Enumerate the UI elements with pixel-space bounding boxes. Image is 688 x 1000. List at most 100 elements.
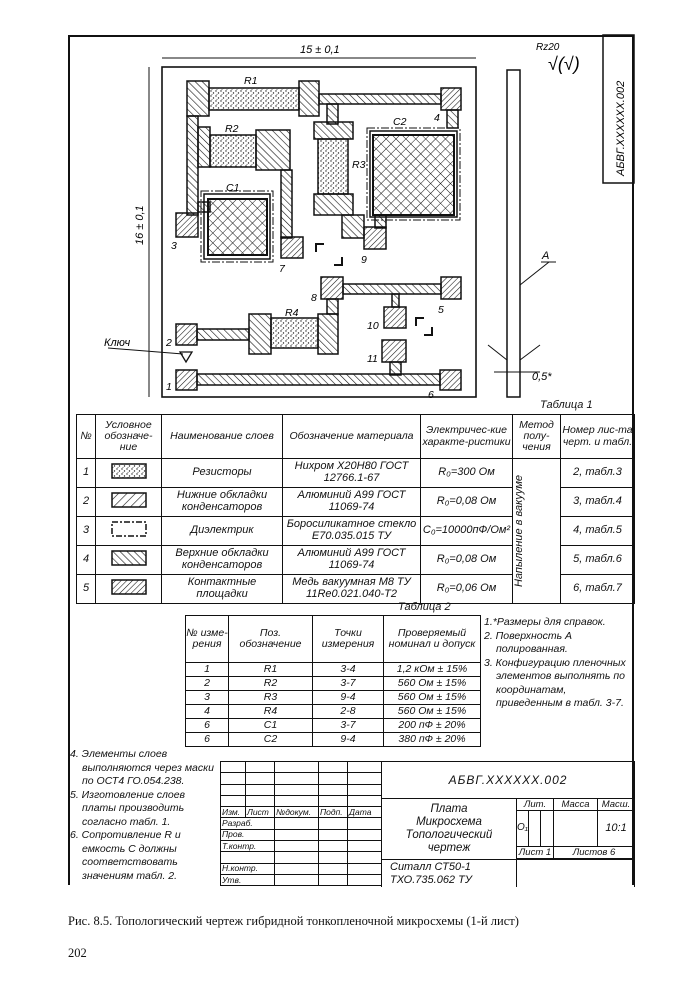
- lit-cell: [540, 810, 554, 847]
- cell: [318, 862, 348, 875]
- pad-11: [381, 339, 407, 363]
- points: 9-4: [312, 732, 384, 747]
- substrate-side-view: [506, 69, 521, 398]
- pad-label-4: 4: [434, 112, 440, 124]
- pad-3: [175, 212, 199, 238]
- width-dimension: 15 ± 0,1: [300, 44, 340, 56]
- note: 3. Конфигурацию пленочных элементов выпо…: [484, 656, 626, 710]
- pad-7: [280, 236, 304, 259]
- layer-pattern-icon: [110, 463, 147, 479]
- position: R4: [228, 704, 313, 719]
- pad-5: [440, 276, 462, 300]
- cell: [318, 873, 348, 887]
- key-leader: [107, 347, 184, 355]
- cell: [274, 862, 319, 875]
- sheet-ref: 6, табл.7: [560, 574, 635, 604]
- header-points: Точки измерения: [312, 615, 384, 663]
- c1-bottom-plate: [203, 193, 271, 260]
- table-row: 6 C2 9-4 380 пФ ± 20%: [185, 732, 481, 747]
- header-measurement-no: № изме-рения: [185, 615, 229, 663]
- notes-right: 1.*Размеры для справок. 2. Поверхность А…: [484, 616, 634, 711]
- note: 2. Поверхность А полированная.: [484, 629, 573, 656]
- signature-header: Дата: [347, 806, 382, 819]
- electrical: R₀=0,08 Ом: [420, 487, 513, 517]
- role-label: Т.контр.: [220, 840, 275, 853]
- header-position: Поз. обозначение: [228, 615, 313, 663]
- material-line: ТХО.735.062 ТУ: [390, 873, 472, 886]
- layer-name: Диэлектрик: [161, 516, 283, 546]
- measurement-no: 4: [185, 704, 229, 719]
- cell: [274, 817, 319, 830]
- position: R2: [228, 676, 313, 691]
- cell: [245, 772, 275, 785]
- r2-left-connector: [197, 126, 211, 168]
- header-electrical: Электричес-кие характе-ристики: [420, 414, 513, 459]
- cell: [347, 817, 382, 830]
- electrical: R₀=0,06 Ом: [420, 574, 513, 604]
- layer-symbol: [95, 516, 162, 546]
- table1-caption: Таблица 1: [540, 399, 593, 411]
- pad-9: [363, 226, 387, 250]
- sheet-ref: 3, табл.4: [560, 487, 635, 517]
- product-name: Плата Микросхема Топологический чертеж: [381, 798, 517, 860]
- cell: [347, 760, 382, 774]
- title-block-row: [220, 783, 382, 796]
- points: 2-8: [312, 704, 384, 719]
- cell: [274, 760, 319, 774]
- surface-label: A: [541, 250, 549, 262]
- layer-name: Контактные площадки: [161, 574, 283, 604]
- layer-pattern-icon: [110, 550, 147, 566]
- signature-header: Изм.: [220, 806, 246, 819]
- c2-bottom-plate: [369, 130, 458, 218]
- lit-cell: [528, 810, 541, 847]
- r3-top-pad: [313, 121, 354, 140]
- conductor-r1-r3: [326, 103, 339, 125]
- title-block-row: Пров.: [220, 828, 382, 842]
- r4-left-pad: [248, 313, 272, 355]
- thickness-arrows: [487, 344, 541, 373]
- table-row: 5 Контактные площадки Медь вакуумная М8 …: [76, 574, 635, 604]
- measurement-no: 3: [185, 690, 229, 705]
- table-row: 1 R1 3-4 1,2 кОм ± 15%: [185, 662, 481, 677]
- signature-header: Лист: [245, 806, 275, 819]
- title-block-row: Утв.: [220, 873, 382, 887]
- layer-name: Нижние обкладки конденсаторов: [161, 487, 283, 517]
- title-block-row: [220, 794, 382, 808]
- capacitor-c1-top-plate: [207, 198, 268, 256]
- cell: [347, 840, 382, 853]
- cell: [347, 862, 382, 875]
- pad-label-6: 6: [428, 389, 434, 401]
- material: Медь вакуумная М8 ТУ 11Re0.021.040-Т2: [282, 574, 421, 604]
- pad-8: [320, 276, 344, 300]
- surface-leader: [519, 261, 550, 286]
- cell: [347, 828, 382, 842]
- header-no: №: [76, 414, 96, 459]
- nominal: 200 пФ ± 20%: [383, 718, 481, 733]
- table-row: 4 R4 2-8 560 Ом ± 15%: [185, 704, 481, 719]
- roughness-symbol: √(√): [548, 54, 580, 74]
- cell: [318, 840, 348, 853]
- role-label: Утв.: [220, 873, 275, 887]
- cell: [318, 828, 348, 842]
- electrical: R₀=0,08 Ом: [420, 545, 513, 575]
- resistor-r1: [208, 87, 300, 111]
- pad-4: [440, 87, 462, 111]
- conductor-8-5: [342, 283, 442, 295]
- header-nominal: Проверяемый номинал и допуск: [383, 615, 481, 663]
- cell: [220, 760, 246, 774]
- designation: АБВГ.XXXXXX.002: [380, 761, 636, 799]
- header-sheet: Номер лис-та черт. и табл.: [560, 414, 635, 459]
- stamp-designation: АБВГ.XXXXXX.002: [615, 81, 627, 177]
- table1-header: № Условное обозначе-ние Наименование сло…: [76, 414, 635, 459]
- header-material: Обозначение материала: [282, 414, 421, 459]
- layers-table: № Условное обозначе-ние Наименование сло…: [76, 414, 635, 604]
- pad-label-10: 10: [367, 320, 379, 332]
- conductor-left: [186, 115, 199, 216]
- material: Алюминий А99 ГОСТ 11069-74: [282, 487, 421, 517]
- label-r4: R4: [285, 307, 299, 319]
- cell: [220, 772, 246, 785]
- position: R1: [228, 662, 313, 677]
- measurement-no: 2: [185, 676, 229, 691]
- conductor-top: [318, 93, 442, 105]
